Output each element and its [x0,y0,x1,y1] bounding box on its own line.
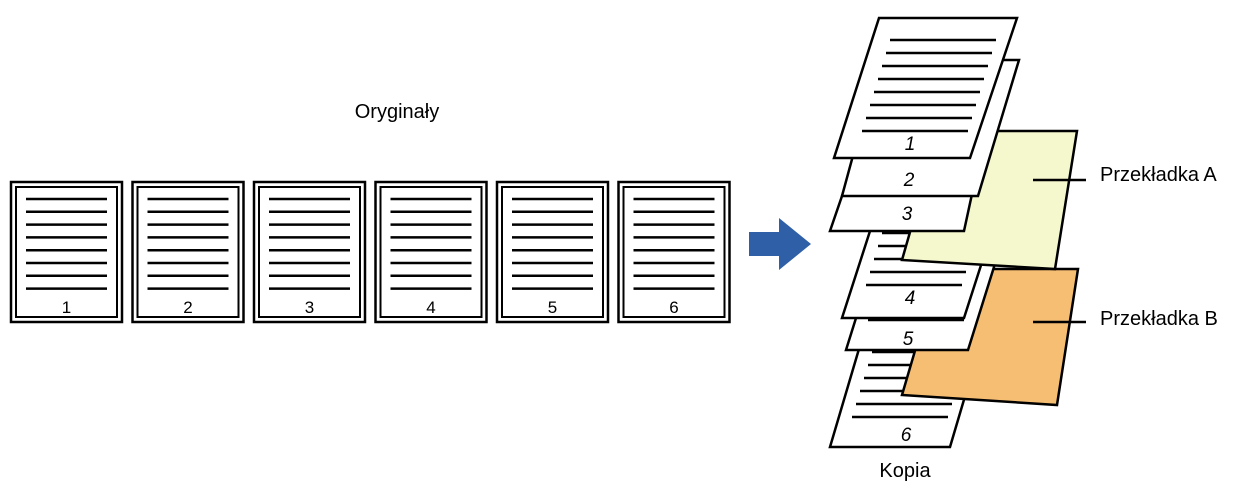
copy-page-1: 1 [832,16,1019,160]
original-page: 2 [131,180,245,324]
copy-page-number: 3 [902,204,913,225]
originals-label: Oryginały [355,101,439,123]
copy-page-number: 5 [903,329,914,350]
original-page: 6 [617,180,731,324]
original-page-number: 6 [669,298,678,317]
copy-page-number: 6 [901,425,912,446]
copy-page-number: 4 [905,288,916,309]
original-page: 1 [9,180,124,324]
original-page-number: 1 [62,298,71,317]
originals-row: 1 2 3 4 5 6 [9,180,731,324]
original-page-number: 4 [426,298,435,317]
original-page-number: 2 [183,298,192,317]
original-page-number: 3 [305,298,314,317]
right-arrow-icon [749,218,811,270]
insert-b-label: Przekładka B [1100,308,1218,330]
original-page: 3 [252,180,367,324]
copy-page-number: 1 [905,134,916,155]
original-page-number: 5 [548,298,557,317]
copy-page-number: 2 [903,170,915,191]
copy-label: Kopia [879,460,931,482]
original-page: 5 [495,180,610,324]
copy-stack: 6 5 [828,16,1080,449]
insert-a-label: Przekładka A [1100,164,1217,186]
original-page: 4 [374,180,488,324]
